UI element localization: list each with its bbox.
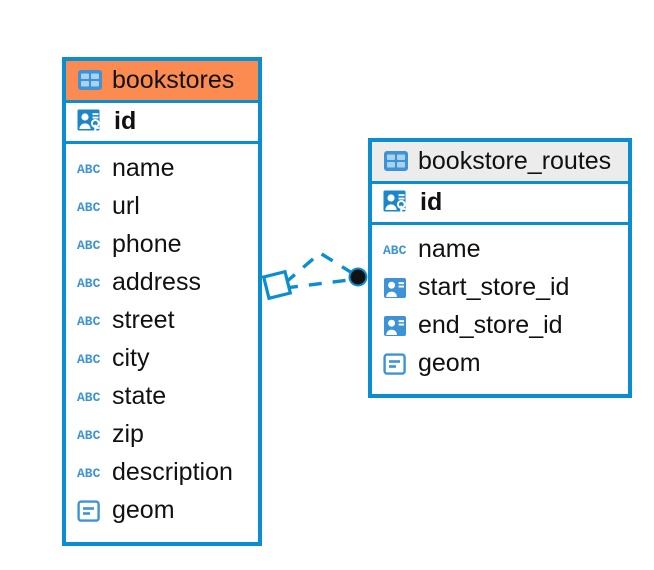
field-list-bookstore-routes: ABC name start_store_id — [372, 225, 628, 390]
field-row-address[interactable]: ABC address — [77, 264, 249, 302]
geometry-type-icon — [77, 499, 100, 522]
foreign-key-icon — [384, 277, 406, 298]
text-type-icon: ABC — [77, 200, 101, 215]
svg-text:ABC: ABC — [77, 390, 101, 405]
filled-circle-icon — [350, 269, 366, 285]
field-row-id[interactable]: id — [372, 181, 628, 225]
text-type-icon: ABC — [77, 314, 101, 329]
field-row-start-store-id[interactable]: start_store_id — [383, 269, 619, 307]
svg-text:ABC: ABC — [77, 238, 101, 253]
diamond-outline-icon — [261, 269, 293, 301]
field-name: address — [112, 268, 201, 297]
field-row-url[interactable]: ABC url — [77, 188, 249, 226]
entity-bookstore-routes[interactable]: bookstore_routes id ABC name — [368, 138, 632, 398]
text-type-icon: ABC — [77, 390, 101, 405]
text-type-icon: ABC — [77, 162, 101, 177]
field-row-geom[interactable]: geom — [77, 492, 249, 530]
svg-text:ABC: ABC — [77, 200, 101, 215]
field-row-street[interactable]: ABC street — [77, 302, 249, 340]
field-row-city[interactable]: ABC city — [77, 340, 249, 378]
field-name: name — [112, 154, 175, 183]
svg-text:ABC: ABC — [77, 466, 101, 481]
field-row-end-store-id[interactable]: end_store_id — [383, 307, 619, 345]
field-name: url — [112, 192, 140, 221]
entity-header-bookstore-routes[interactable]: bookstore_routes — [372, 142, 628, 182]
text-type-icon: ABC — [383, 243, 407, 258]
svg-text:ABC: ABC — [77, 352, 101, 367]
field-row-name[interactable]: ABC name — [383, 231, 619, 269]
text-type-icon: ABC — [77, 238, 101, 253]
primary-key-icon — [77, 109, 100, 133]
field-name: id — [420, 188, 443, 217]
field-name: geom — [418, 349, 481, 378]
text-type-icon: ABC — [77, 428, 101, 443]
field-name: zip — [112, 420, 144, 449]
field-name: street — [112, 306, 175, 335]
relationship-line-lower — [284, 277, 358, 290]
endpoint-halo — [348, 267, 368, 287]
text-type-icon: ABC — [77, 276, 101, 291]
field-list-bookstores: ABC name ABC url ABC phone ABC — [66, 144, 258, 537]
field-name: city — [112, 344, 150, 373]
entity-bookstores[interactable]: bookstores id ABC name — [62, 57, 262, 546]
field-row-description[interactable]: ABC description — [77, 454, 249, 492]
field-name: description — [112, 458, 233, 487]
field-name: id — [114, 107, 137, 136]
entity-header-bookstores[interactable]: bookstores — [66, 61, 258, 101]
field-name: phone — [112, 230, 182, 259]
svg-text:ABC: ABC — [383, 243, 407, 258]
field-name: state — [112, 382, 167, 411]
table-icon — [384, 151, 408, 172]
text-type-icon: ABC — [77, 352, 101, 367]
relationship-line-upper — [283, 250, 358, 285]
entity-title: bookstores — [112, 66, 235, 94]
field-row-zip[interactable]: ABC zip — [77, 416, 249, 454]
field-row-id[interactable]: id — [66, 100, 258, 144]
geometry-type-icon — [383, 352, 406, 375]
field-row-state[interactable]: ABC state — [77, 378, 249, 416]
svg-text:ABC: ABC — [77, 276, 101, 291]
field-name: geom — [112, 496, 175, 525]
field-row-phone[interactable]: ABC phone — [77, 226, 249, 264]
table-icon — [78, 70, 102, 91]
field-row-geom[interactable]: geom — [383, 345, 619, 383]
svg-text:ABC: ABC — [77, 428, 101, 443]
svg-text:ABC: ABC — [77, 314, 101, 329]
svg-text:ABC: ABC — [77, 162, 101, 177]
foreign-key-icon — [384, 315, 406, 336]
field-name: end_store_id — [418, 311, 563, 340]
field-name: name — [418, 235, 481, 264]
entity-title: bookstore_routes — [418, 147, 612, 175]
text-type-icon: ABC — [77, 466, 101, 481]
primary-key-icon — [383, 190, 406, 214]
field-name: start_store_id — [418, 273, 570, 302]
field-row-name[interactable]: ABC name — [77, 150, 249, 188]
